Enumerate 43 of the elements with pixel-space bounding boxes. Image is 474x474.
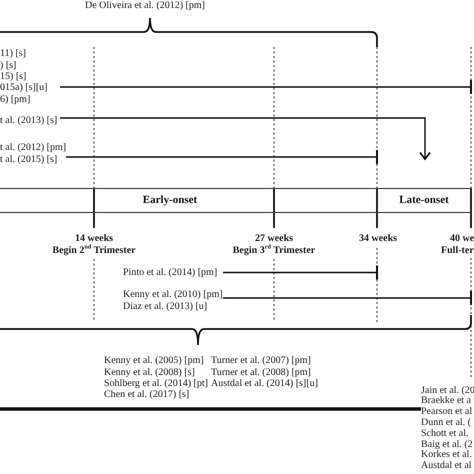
- trimester-label: Begin 3$^{rd}$ Trimester: [232, 244, 316, 256]
- phase-label: Late-onset: [399, 194, 449, 206]
- week-label: 14 weeks: [74, 233, 114, 244]
- citation-text: Austdal et al: [421, 461, 472, 472]
- citation-text: t al. (2012) [pm]: [0, 142, 66, 154]
- term-label: Full-ter: [441, 244, 474, 256]
- citation-text: 11) [s]: [0, 48, 26, 60]
- citation-text: Kenny et al. (2010) [pm]: [123, 289, 223, 301]
- thick-line: [0, 407, 421, 411]
- range-line: [223, 264, 378, 280]
- citation-text: Chen et al. (2017) [s]: [104, 389, 190, 401]
- citation-text: Baig et al. (2: [421, 440, 473, 450]
- trimester-label: Begin 2$^{nd}$ Trimester: [52, 244, 136, 256]
- week-label: 40 we: [450, 233, 474, 245]
- citation-text: Korkes et al.: [421, 450, 472, 461]
- citation-text: Diaz et al. (2013) [u]: [123, 300, 208, 312]
- arrow: [60, 117, 431, 160]
- range-line: [223, 290, 472, 306]
- citation-text: Braekke et a: [421, 396, 471, 407]
- timeline-band-segment: [0, 188, 377, 212]
- citation-text: Turner et al. (2008) [pm]: [211, 366, 311, 378]
- range-line: [66, 149, 378, 165]
- citation-text: Kenny et al. (2008) [s]: [104, 366, 195, 378]
- citation-text: 015a) [s][u]: [0, 82, 48, 94]
- citation-text: 6) [pm]: [0, 94, 30, 105]
- citation-text: Kenny et al. (2005) [pm]: [104, 355, 204, 367]
- citation-text: Sohlberg et al. (2014) [pt]: [104, 378, 208, 390]
- citation-text: Pinto et al. (2014) [pm]: [123, 267, 218, 279]
- citation-text: 15) [s]: [0, 70, 26, 82]
- citation-text: t al. (2015) [s]: [0, 154, 58, 165]
- phase-label: Early-onset: [142, 194, 198, 206]
- citation-text: Dunn et al. (: [421, 418, 471, 429]
- timeline-band-segment: [377, 188, 471, 212]
- citation-text: Turner et al. (2007) [pm]: [211, 355, 311, 367]
- citation-text: Austdal et al. (2014) [s][u]: [211, 378, 318, 390]
- citation-text: ) [s]: [0, 60, 16, 71]
- week-label: 27 weeks: [254, 233, 294, 244]
- citation-text: Schott et al.: [421, 428, 468, 440]
- citation-text: t al. (2013) [s]: [0, 115, 58, 127]
- citation-text: De Oliveira et al. (2012) [pm]: [85, 0, 205, 12]
- range-line: [60, 79, 472, 95]
- citation-text: Pearson et al: [421, 407, 472, 418]
- week-label: 34 weeks: [358, 233, 398, 245]
